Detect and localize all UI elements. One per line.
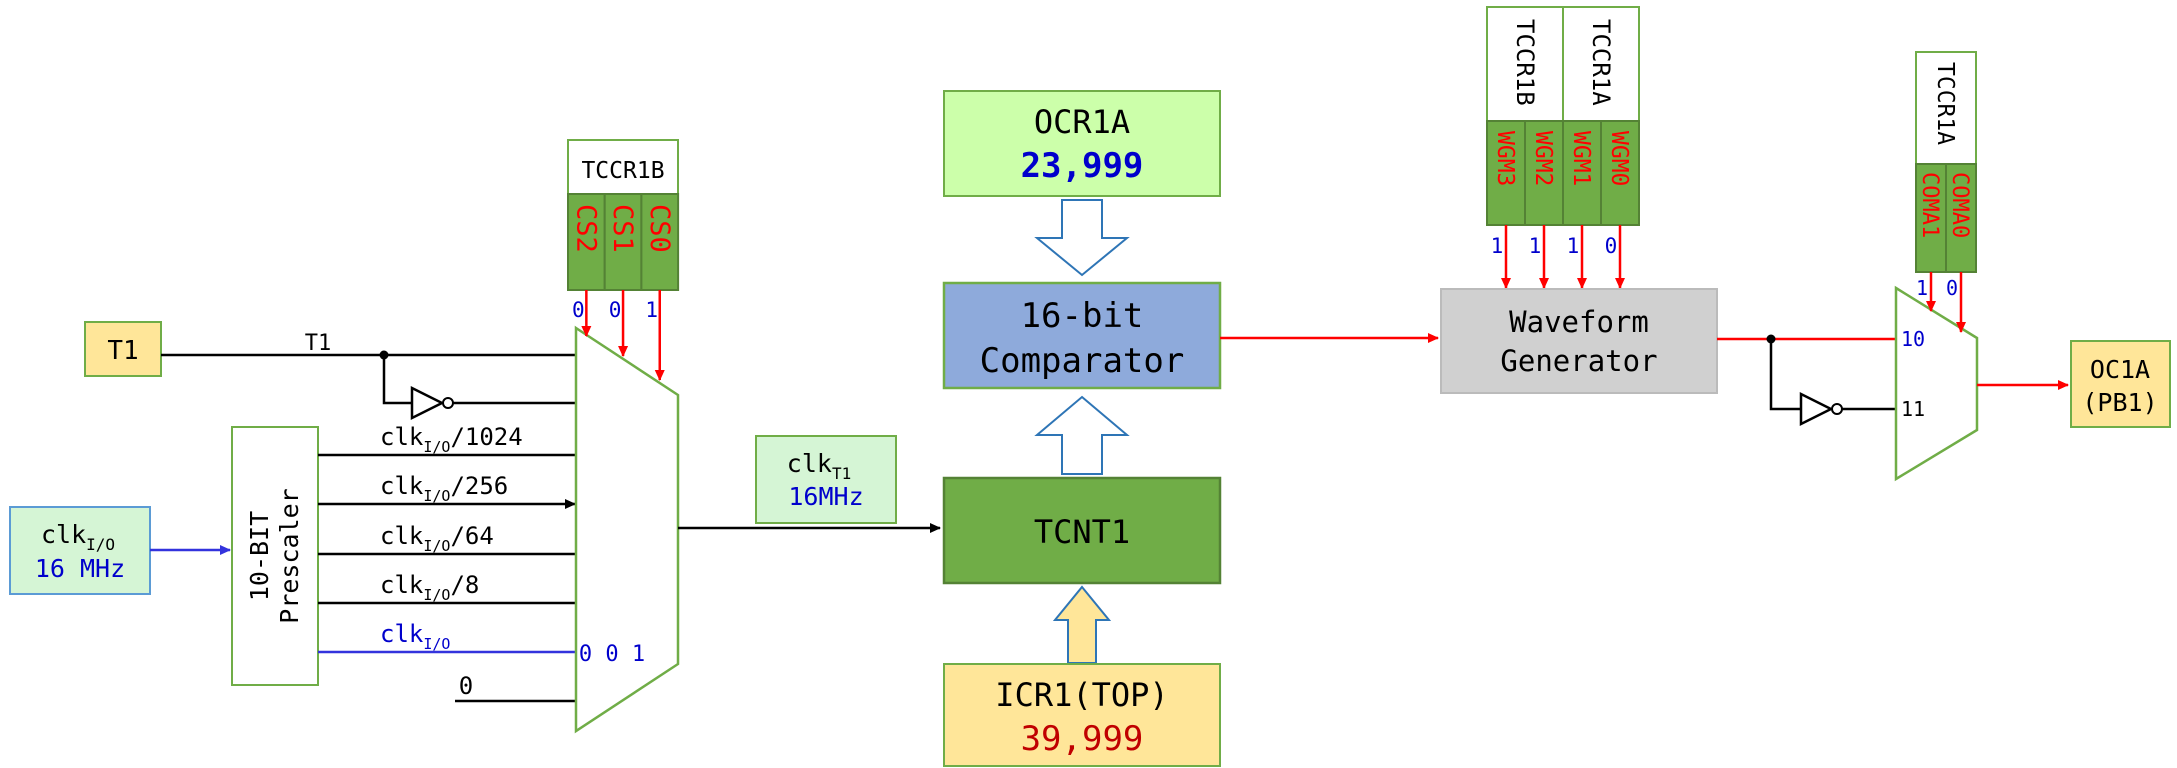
waveform-inverted-line [1769,339,1801,411]
cs-bit-cell-0 [567,193,606,291]
coma-bit-value-0: 1 [1916,276,1928,300]
wgm-bit-cell-3 [1600,120,1640,226]
t1-inverter [410,385,445,421]
wgm-reg-header-0 [1486,6,1564,122]
waveform-line2: Generator [1500,344,1657,378]
t1-inverted-line [382,355,412,405]
wgm-bit-cell-2 [1562,120,1602,226]
oc1a-line2: (PB1) [2082,388,2157,417]
tccr1b-cs-header [567,139,679,195]
waveform-generator-box [1440,288,1718,394]
ocr1a-value: 23,999 [1021,146,1144,186]
clk-t1-freq: 16MHz [788,482,863,511]
wgm-bit-value-0: 1 [1491,234,1504,258]
t1-inverter-bubble [442,397,454,409]
coma-bit-value-1: 0 [1946,276,1958,300]
coma-bit-label-1: COMA0 [1947,172,1972,238]
coma-bit-label-0: COMA1 [1917,172,1942,238]
wgm-registers: TCCR1B TCCR1A WGM3 1 WGM2 1 WGM1 1 WGM0 0 [1486,6,1640,289]
cs-bit-label-0: CS2 [570,204,601,253]
icr1-value: 39,999 [1021,719,1144,759]
prescaler-output-label-0: clkI/O/1024 [380,423,523,456]
clk-t1-box [755,435,897,524]
ocr1a-name: OCR1A [1034,103,1130,141]
oc1a-output-box [2070,340,2171,428]
tcnt1-label: TCNT1 [1034,513,1130,551]
output-inverter [1799,391,1834,427]
clk-io-label: clkI/O [41,520,115,554]
out-mux-input-11: 11 [1901,397,1925,421]
tccr1a-coma-header [1915,51,1977,165]
wgm-bit-label-0: WGM3 [1492,131,1518,186]
wgm-bit-label-3: WGM0 [1606,131,1632,186]
wgm-bit-label-2: WGM1 [1568,131,1594,186]
wgm-bit-value-1: 1 [1529,234,1542,258]
tccr1b-cs-title: TCCR1B [581,158,664,184]
prescaler-outputs: clkI/O/1024 clkI/O/256 clkI/O/64 clkI/O/8 cl… [318,423,576,654]
clk-t1-label: clkT1 [787,449,851,483]
prescaler-label-line1: 10-BIT [245,511,274,601]
comparator-line1: 16-bit [1021,296,1144,336]
ocr1a-to-comparator-arrow [1034,199,1130,277]
cs-bit-label-2: CS0 [644,204,675,253]
prescaler-output-label-2: clkI/O/64 [380,522,494,555]
prescaler-label-line2: Prescaler [275,488,304,623]
t1-line-label: T1 [305,331,332,356]
selected-code: 0 0 1 [579,642,645,667]
output-mux [1894,285,1979,482]
t1-input-box [84,321,162,377]
waveform-line1: Waveform [1509,305,1649,339]
wgm-reg-title-0: TCCR1B [1511,19,1539,106]
icr1-to-tcnt1-arrow [1052,585,1112,664]
cs-bit-value-1: 0 [609,298,622,322]
wgm-bit-value-2: 1 [1567,234,1580,258]
clock-select-mux [574,325,680,734]
cs-bit-label-1: CS1 [607,204,638,253]
cs-bit-cell-2 [640,193,680,291]
t1-input-label: T1 [107,336,138,366]
icr1-name: ICR1(TOP) [995,676,1168,714]
clk-io-box [9,506,151,595]
wgm-reg-header-1 [1562,6,1640,122]
oc1a-line1: OC1A [2090,355,2150,384]
clk-io-freq: 16 MHz [35,554,125,583]
coma-bit-cell-1 [1945,163,1977,273]
ocr1a-box [943,90,1221,197]
prescaler-box [231,426,319,686]
prescaler-output-label-3: clkI/O/8 [380,571,479,604]
prescaler-output-label-4: clkI/O [380,620,450,653]
comparator-box [942,281,1222,390]
tcnt1-box [942,476,1222,585]
wgm-bit-value-3: 0 [1605,234,1618,258]
wgm-reg-title-1: TCCR1A [1587,19,1615,106]
tccr1b-cs-bits: CS2 0 CS1 0 CS0 1 [567,193,680,381]
prescaler-output-label-1: clkI/O/256 [380,472,508,505]
coma-bits: COMA1 1 COMA0 0 [1915,163,1977,333]
cs-bit-value-0: 0 [572,298,585,322]
output-inverter-bubble [1831,403,1843,415]
out-mux-input-10: 10 [1901,327,1925,351]
tccr1a-coma-title: TCCR1A [1932,62,1958,145]
tcnt1-to-comparator-arrow [1034,395,1130,475]
comparator-line2: Comparator [980,341,1185,381]
wgm-bit-label-1: WGM2 [1530,131,1556,186]
cs-bit-value-2: 1 [645,298,658,322]
zero-input-label: 0 [459,672,473,700]
icr1-box [943,663,1221,767]
